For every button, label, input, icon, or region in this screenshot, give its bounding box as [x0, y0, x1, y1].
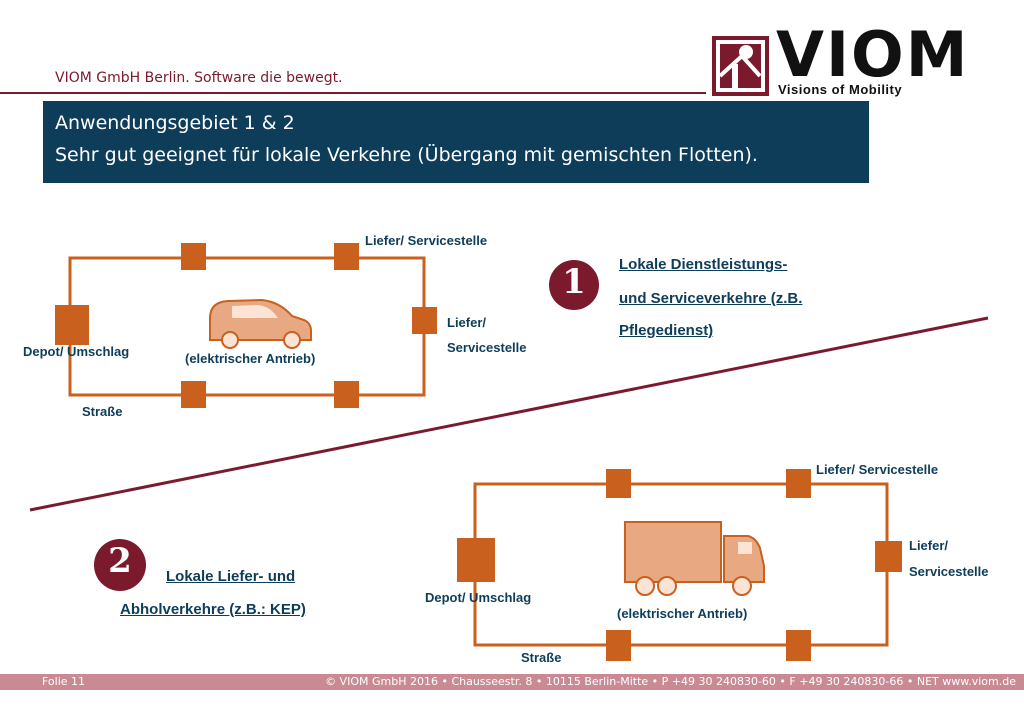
- station-1-bottom-right: [334, 381, 359, 408]
- diagram1-right-label-2: Servicestelle: [447, 340, 527, 355]
- title-box: Anwendungsgebiet 1 & 2 Sehr gut geeignet…: [43, 101, 869, 183]
- diagram1-depot-label: Depot/ Umschlag: [23, 344, 130, 359]
- station-2-bottom-right: [786, 630, 811, 661]
- station-1-right: [412, 307, 437, 334]
- station-2-top-left: [606, 469, 631, 498]
- depot-2: [457, 538, 495, 582]
- logo-mark-icon: [716, 40, 765, 92]
- truck-icon: [624, 521, 765, 596]
- diagram1-right-label-1: Liefer/: [447, 315, 487, 330]
- station-2-bottom-left: [606, 630, 631, 661]
- depot-1: [55, 305, 89, 345]
- divider-line: [29, 316, 989, 512]
- diagram1-desc-2: und Serviceverkehre (z.B.: [619, 290, 803, 307]
- diagram1-desc-3: Pflegedienst): [619, 322, 714, 339]
- diagram2-road-label: Straße: [521, 650, 562, 665]
- badge-1: [549, 260, 599, 310]
- station-1-top-right: [334, 243, 359, 270]
- logo-wordmark: VIOM: [776, 18, 970, 91]
- badge-2: [94, 539, 146, 591]
- diagram2-right-label-1: Liefer/: [909, 538, 949, 553]
- diagram1-desc-1: Lokale Dienstleistungs-: [619, 256, 788, 273]
- diagram2-desc-2: Abholverkehre (z.B.: KEP): [120, 601, 306, 618]
- station-2-top-right: [786, 469, 811, 498]
- slide-number: Folie 11: [42, 675, 86, 688]
- car-icon: [209, 298, 312, 349]
- badge-number-1: 1: [562, 262, 586, 302]
- station-1-bottom-left: [181, 381, 206, 408]
- diagram1-top-label: Liefer/ Servicestelle: [365, 233, 488, 248]
- logo-tagline: Visions of Mobility: [778, 82, 903, 97]
- slide-subtitle: Sehr gut geeignet für lokale Verkehre (Ü…: [55, 144, 758, 166]
- slide-title: Anwendungsgebiet 1 & 2: [55, 112, 295, 134]
- diagram1-road-label: Straße: [82, 404, 123, 419]
- diagram2-top-label: Liefer/ Servicestelle: [816, 462, 939, 477]
- diagram2-desc-1: Lokale Liefer- und: [166, 568, 296, 585]
- station-2-right: [875, 541, 902, 572]
- diagram1-vehicle-label: (elektrischer Antrieb): [185, 351, 316, 366]
- company-tagline: VIOM GmbH Berlin. Software die bewegt.: [55, 70, 343, 86]
- footer-bar: [0, 674, 1024, 690]
- footer-contact: © VIOM GmbH 2016 • Chausseestr. 8 • 1011…: [325, 675, 1016, 688]
- viom-logo-mark: [712, 36, 769, 96]
- badge-number-2: 2: [108, 541, 132, 581]
- header-divider: [0, 92, 706, 94]
- diagram2-vehicle-label: (elektrischer Antrieb): [617, 606, 748, 621]
- diagram2-right-label-2: Servicestelle: [909, 564, 989, 579]
- station-1-top-left: [181, 243, 206, 270]
- diagram2-depot-label: Depot/ Umschlag: [425, 590, 532, 605]
